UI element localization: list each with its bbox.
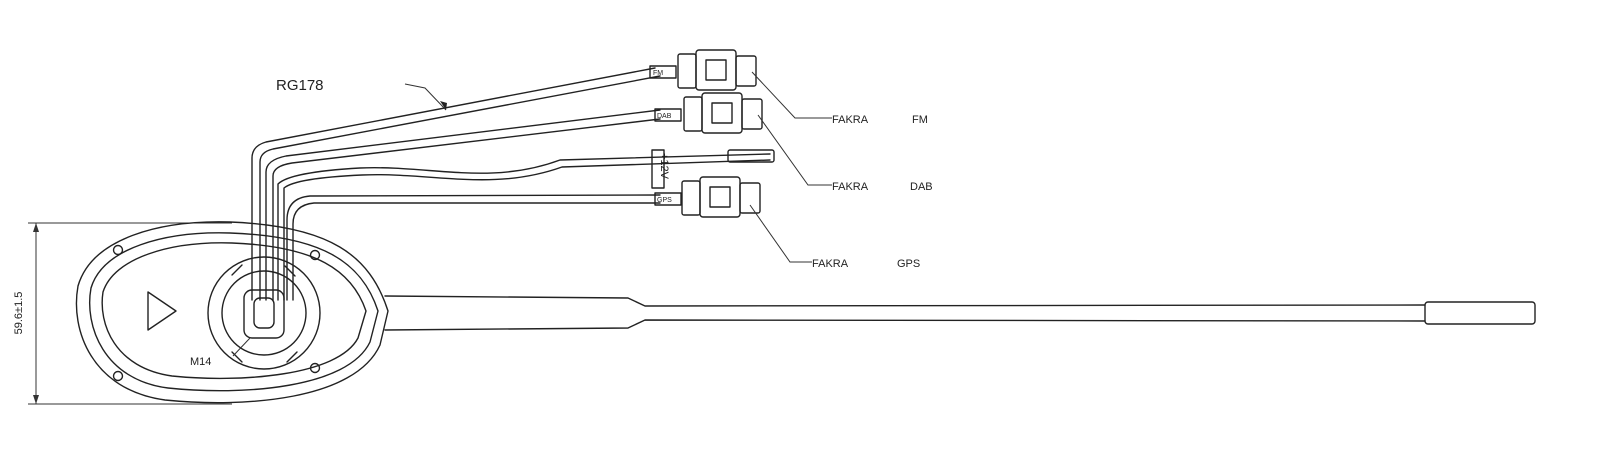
gps-cable-tag: GPS <box>657 197 672 204</box>
cable-type-label: RG178 <box>276 77 324 94</box>
thread-callout: M14 <box>190 337 251 368</box>
gps-connector-type: FAKRA <box>812 258 849 270</box>
fm-connector-band: FM <box>912 114 928 126</box>
antenna-base <box>75 221 389 404</box>
power-lead-label: +12V <box>658 153 670 180</box>
direction-arrow-icon <box>147 291 177 331</box>
gps-connector-band: GPS <box>897 258 920 270</box>
antenna-mast <box>384 295 1536 331</box>
fm-cable-tag: FM <box>653 70 663 77</box>
power-lead-tag: +12V <box>651 149 670 189</box>
height-dimension-label: 59.6±1.5 <box>13 292 25 335</box>
cable-callout: RG178 <box>276 77 447 111</box>
cable-bundle <box>251 67 775 301</box>
fm-connector: FM FAKRA FM <box>649 49 928 126</box>
gps-connector: GPS FAKRA GPS <box>654 176 920 270</box>
dab-connector-type: FAKRA <box>832 181 869 193</box>
fm-connector-type: FAKRA <box>832 114 869 126</box>
thread-label: M14 <box>190 356 211 368</box>
dab-connector-band: DAB <box>910 181 933 193</box>
dab-connector: DAB FAKRA DAB <box>654 92 933 193</box>
dab-cable-tag: DAB <box>657 113 672 120</box>
